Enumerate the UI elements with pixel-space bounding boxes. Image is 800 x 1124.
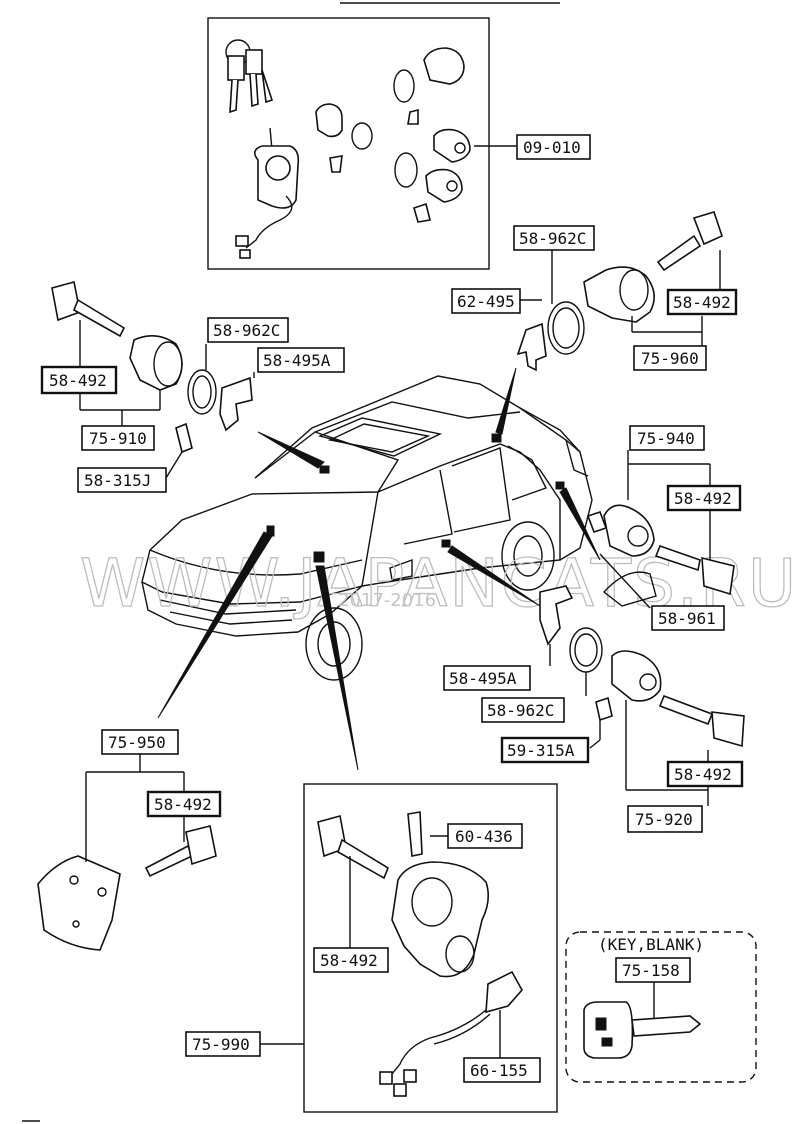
kit-cylinder-icon — [315, 103, 373, 173]
part-label-58-492: 58-492 — [49, 371, 107, 390]
kit-ignition-icon — [235, 127, 300, 259]
key-icon — [658, 694, 745, 748]
right-door-lock-group — [539, 450, 745, 806]
key-icon — [654, 544, 735, 596]
rear-lock-group — [516, 211, 723, 372]
part-label-58-962c: 58-962C — [487, 701, 554, 720]
key-icon — [317, 814, 389, 880]
part-label-58-961: 58-961 — [658, 609, 716, 628]
kit-cylinder-icon — [394, 152, 463, 223]
part-label-62-495: 62-495 — [457, 292, 515, 311]
key-icon — [656, 211, 723, 272]
part-label-66-155: 66-155 — [470, 1061, 528, 1080]
key-icon — [144, 825, 217, 878]
part-label-58-495a: 58-495A — [263, 351, 331, 370]
part-labels: 09-010 58-962C 62-495 58-492 75-960 58-9… — [40, 134, 744, 1083]
kit-cylinder-icon — [433, 128, 471, 163]
kit-keys-icon — [225, 39, 274, 114]
part-label-58-315j: 58-315J — [84, 471, 151, 490]
part-label-60-436: 60-436 — [455, 827, 513, 846]
part-label-58-962c: 58-962C — [213, 321, 280, 340]
part-label-75-950: 75-950 — [108, 733, 166, 752]
part-label-58-495a: 58-495A — [449, 669, 517, 688]
ignition-box — [260, 783, 558, 1113]
pointer-arrows — [157, 367, 601, 771]
car-illustration — [141, 375, 593, 681]
glovebox-lock-group — [37, 752, 217, 951]
part-label-75-940: 75-940 — [637, 429, 695, 448]
key-blank-icon — [583, 1001, 702, 1059]
part-label-58-492: 58-492 — [320, 951, 378, 970]
part-label-75-910: 75-910 — [89, 429, 147, 448]
part-label-58-492: 58-492 — [673, 293, 731, 312]
kit-box-09-010 — [207, 17, 517, 270]
part-label-75-158: 75-158 — [622, 961, 680, 980]
part-label-58-492: 58-492 — [674, 765, 732, 784]
part-label-58-492: 58-492 — [154, 795, 212, 814]
part-label-59-315a: 59-315A — [507, 741, 575, 760]
part-label-58-492: 58-492 — [674, 489, 732, 508]
part-label-58-962c: 58-962C — [519, 229, 586, 248]
part-label-09-010: 09-010 — [523, 138, 581, 157]
part-label-75-960: 75-960 — [641, 349, 699, 368]
key-blank-caption: (KEY,BLANK) — [598, 935, 704, 954]
part-label-75-920: 75-920 — [635, 810, 693, 829]
part-label-75-990: 75-990 — [192, 1035, 250, 1054]
left-door-lock-group — [51, 281, 255, 479]
kit-cylinder-icon — [393, 47, 465, 125]
key-icon — [51, 281, 126, 338]
watermark-small: 2017-2016 — [338, 590, 436, 611]
key-blank-box: (KEY,BLANK) — [565, 931, 757, 1083]
